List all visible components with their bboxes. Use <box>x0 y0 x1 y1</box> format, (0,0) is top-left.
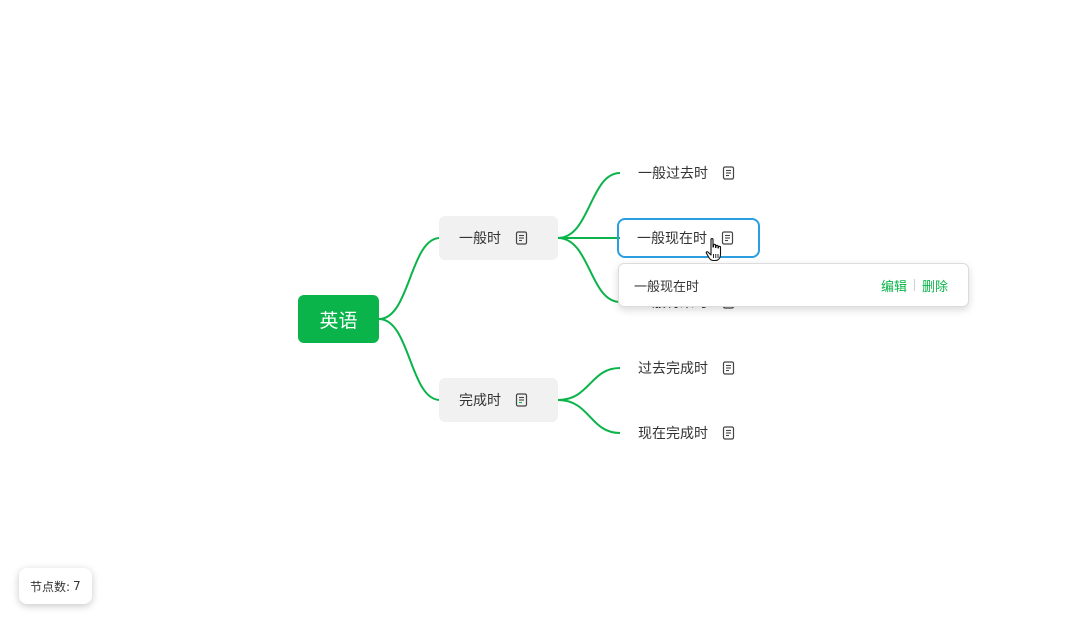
note-icon[interactable] <box>515 393 529 407</box>
leaf-node-simple-present[interactable]: 一般现在时 <box>617 218 760 258</box>
branch-node-perfect-tense[interactable]: 完成时 <box>439 378 558 422</box>
root-node-label: 英语 <box>319 309 358 332</box>
note-icon[interactable] <box>722 426 736 440</box>
edit-note-button[interactable]: 编辑 <box>880 279 907 295</box>
link-root-branch-1 <box>378 237 441 320</box>
node-count-label: 节点数: <box>30 579 71 594</box>
leaf-node-label: 过去完成时 <box>638 361 708 377</box>
node-count-badge: 节点数: 7 <box>19 568 92 604</box>
leaf-node-label: 一般现在时 <box>637 231 707 247</box>
leaf-node-simple-past[interactable]: 一般过去时 <box>618 154 760 192</box>
leaf-node-label: 一般过去时 <box>638 166 708 182</box>
branch-node-general-tense[interactable]: 一般时 <box>439 216 558 260</box>
note-icon[interactable] <box>721 231 735 245</box>
branch-node-label: 一般时 <box>459 231 501 247</box>
leaf-node-label: 现在完成时 <box>638 426 708 442</box>
link-root-branch-2 <box>378 318 441 401</box>
leaf-node-past-perfect[interactable]: 过去完成时 <box>618 349 760 387</box>
link-branch-1-leaf-3 <box>557 237 621 303</box>
tooltip-divider <box>913 279 915 291</box>
note-icon[interactable] <box>515 231 529 245</box>
note-icon[interactable] <box>722 361 736 375</box>
branch-node-label: 完成时 <box>459 393 501 409</box>
hand-cursor-icon <box>705 237 725 263</box>
note-tooltip-text: 一般现在时 <box>634 279 700 295</box>
link-branch-1-leaf-1 <box>557 172 621 239</box>
link-branch-2-leaf-1 <box>557 367 621 401</box>
link-branch-2-leaf-2 <box>557 399 621 434</box>
delete-note-button[interactable]: 删除 <box>921 279 948 295</box>
note-tooltip: 一般现在时 编辑 删除 <box>618 263 969 307</box>
root-node[interactable]: 英语 <box>298 295 379 343</box>
node-count-value: 7 <box>73 579 81 593</box>
note-icon[interactable] <box>722 166 736 180</box>
leaf-node-present-perfect[interactable]: 现在完成时 <box>618 414 760 452</box>
